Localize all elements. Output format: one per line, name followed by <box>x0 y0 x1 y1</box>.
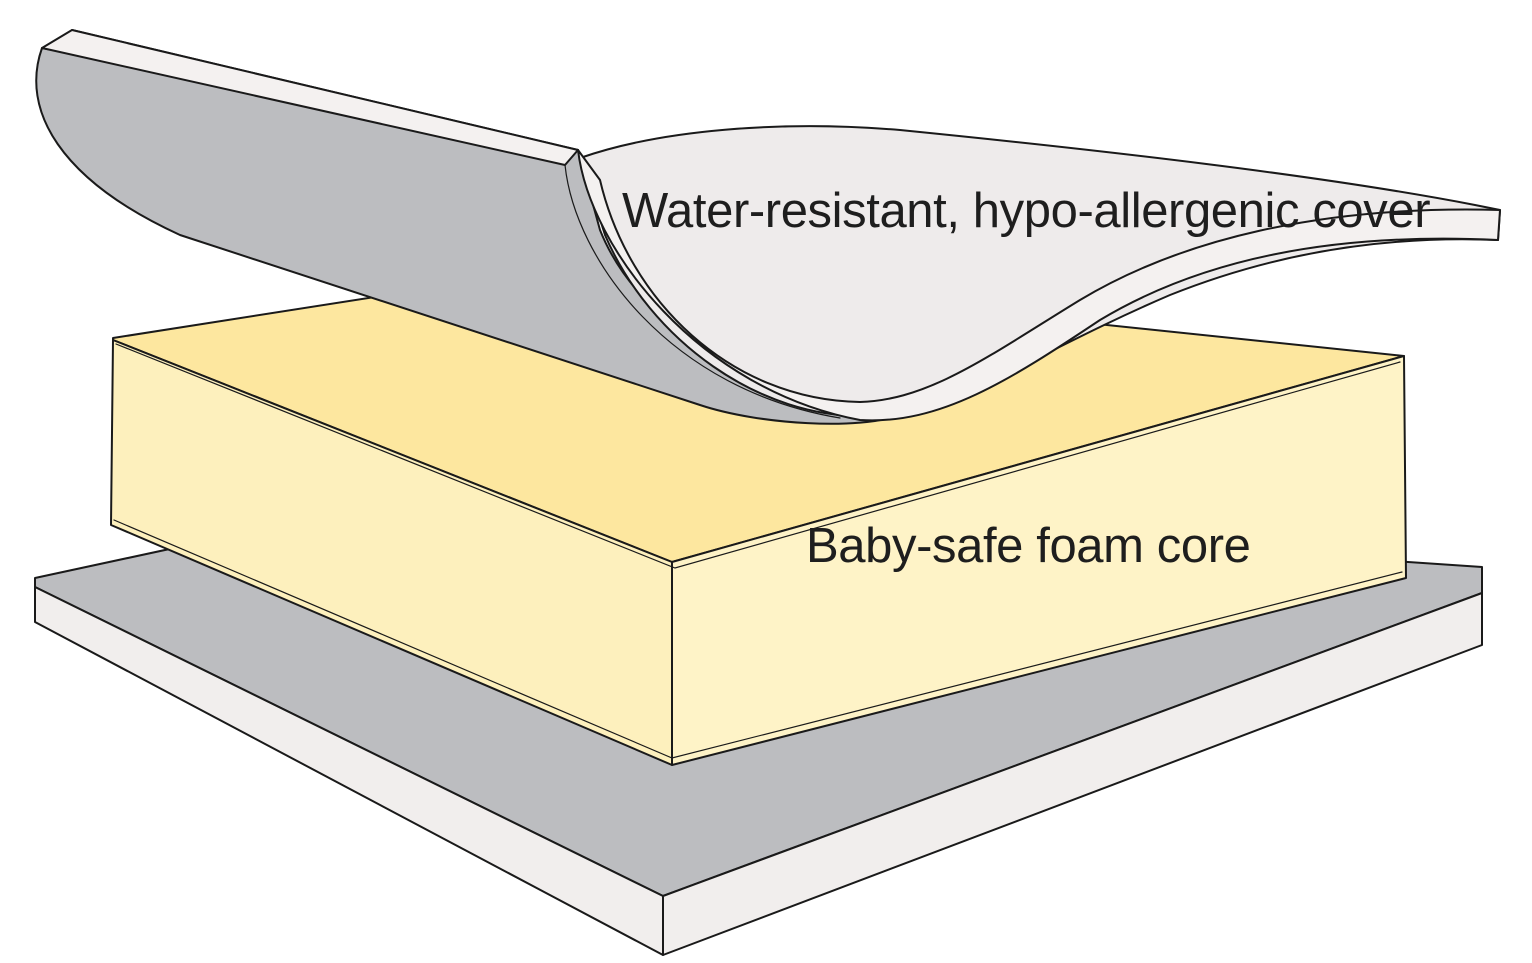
cover-top-surface <box>71 29 1501 418</box>
core-label: Baby-safe foam core <box>806 519 1251 573</box>
foam-top-seam <box>115 343 1401 569</box>
cover-sheet <box>35 29 1501 425</box>
base-right-side <box>662 592 1483 956</box>
cover-curl-edge <box>577 149 1501 422</box>
cover-label: Water-resistant, hypo-allergenic cover <box>622 184 1430 238</box>
foam-front-face <box>671 355 1407 766</box>
cover-fold-line <box>564 164 841 419</box>
foam-bottom-seam <box>113 519 1403 759</box>
